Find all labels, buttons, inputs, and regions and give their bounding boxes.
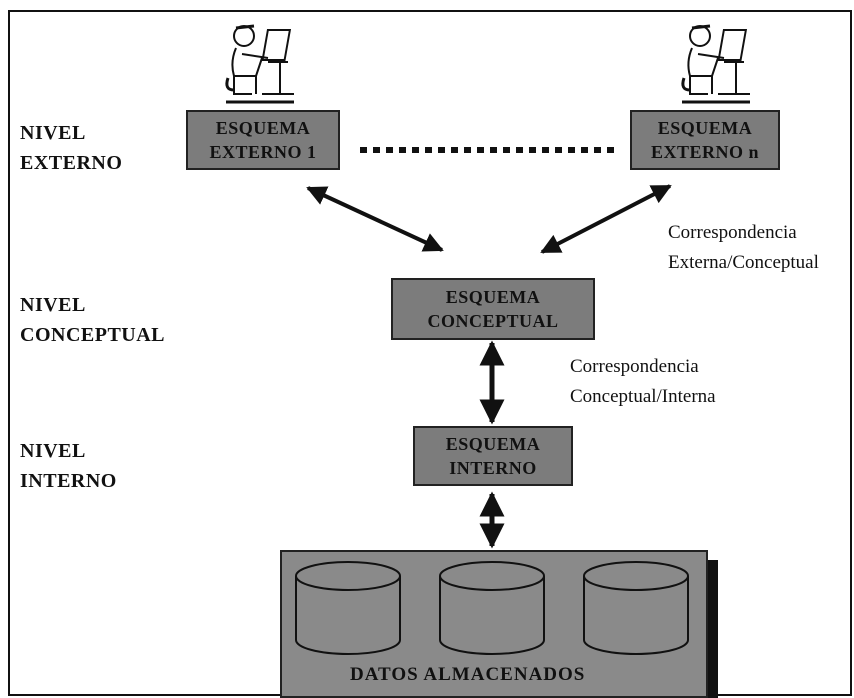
level-label-internal: NIVEL INTERNO	[20, 436, 117, 496]
mapping-conc-int-line1: Correspondencia	[570, 356, 699, 377]
internal-schema-line2: INTERNO	[449, 458, 537, 478]
conceptual-schema-box: ESQUEMA CONCEPTUAL	[391, 278, 595, 340]
level-internal-line1: NIVEL	[20, 440, 86, 462]
level-internal-line2: INTERNO	[20, 470, 117, 492]
internal-schema-box: ESQUEMA INTERNO	[413, 426, 573, 486]
mapping-conc-int-line2: Conceptual/Interna	[570, 386, 716, 407]
external-schema-n-line1: ESQUEMA	[657, 118, 753, 138]
external-schema-1-line2: EXTERNO 1	[209, 142, 317, 162]
external-schema-n-line2: EXTERNO n	[650, 142, 760, 162]
mapping-ext-conc-line2: Externa/Conceptual	[668, 252, 819, 273]
database-cylinder-icon	[295, 561, 401, 655]
internal-schema-line1: ESQUEMA	[445, 434, 541, 454]
mapping-label-external-conceptual: Correspondencia Externa/Conceptual	[668, 218, 819, 278]
level-label-external: NIVEL EXTERNO	[20, 118, 122, 178]
level-external-line2: EXTERNO	[20, 152, 123, 174]
level-label-conceptual: NIVEL CONCEPTUAL	[20, 290, 165, 350]
database-cylinder-icon	[583, 561, 689, 655]
level-conceptual-line1: NIVEL	[20, 294, 86, 316]
external-schema-1-box: ESQUEMA EXTERNO 1	[186, 110, 340, 170]
user-at-computer-icon	[681, 24, 750, 104]
stored-data-label: DATOS ALMACENADOS	[350, 664, 586, 685]
arrow-external-n-conceptual	[540, 184, 672, 254]
level-external-line1: NIVEL	[20, 122, 86, 144]
level-conceptual-line2: CONCEPTUAL	[20, 324, 166, 346]
external-schema-n-box: ESQUEMA EXTERNO n	[630, 110, 780, 170]
user-at-computer-icon	[225, 24, 294, 104]
mapping-ext-conc-line1: Correspondencia	[668, 222, 797, 243]
database-cylinder-icon	[439, 561, 545, 655]
conceptual-schema-line2: CONCEPTUAL	[427, 311, 559, 331]
arrow-external-1-conceptual	[306, 186, 444, 252]
mapping-label-conceptual-internal: Correspondencia Conceptual/Interna	[570, 352, 716, 412]
conceptual-schema-line1: ESQUEMA	[445, 287, 541, 307]
external-schema-1-line1: ESQUEMA	[215, 118, 311, 138]
